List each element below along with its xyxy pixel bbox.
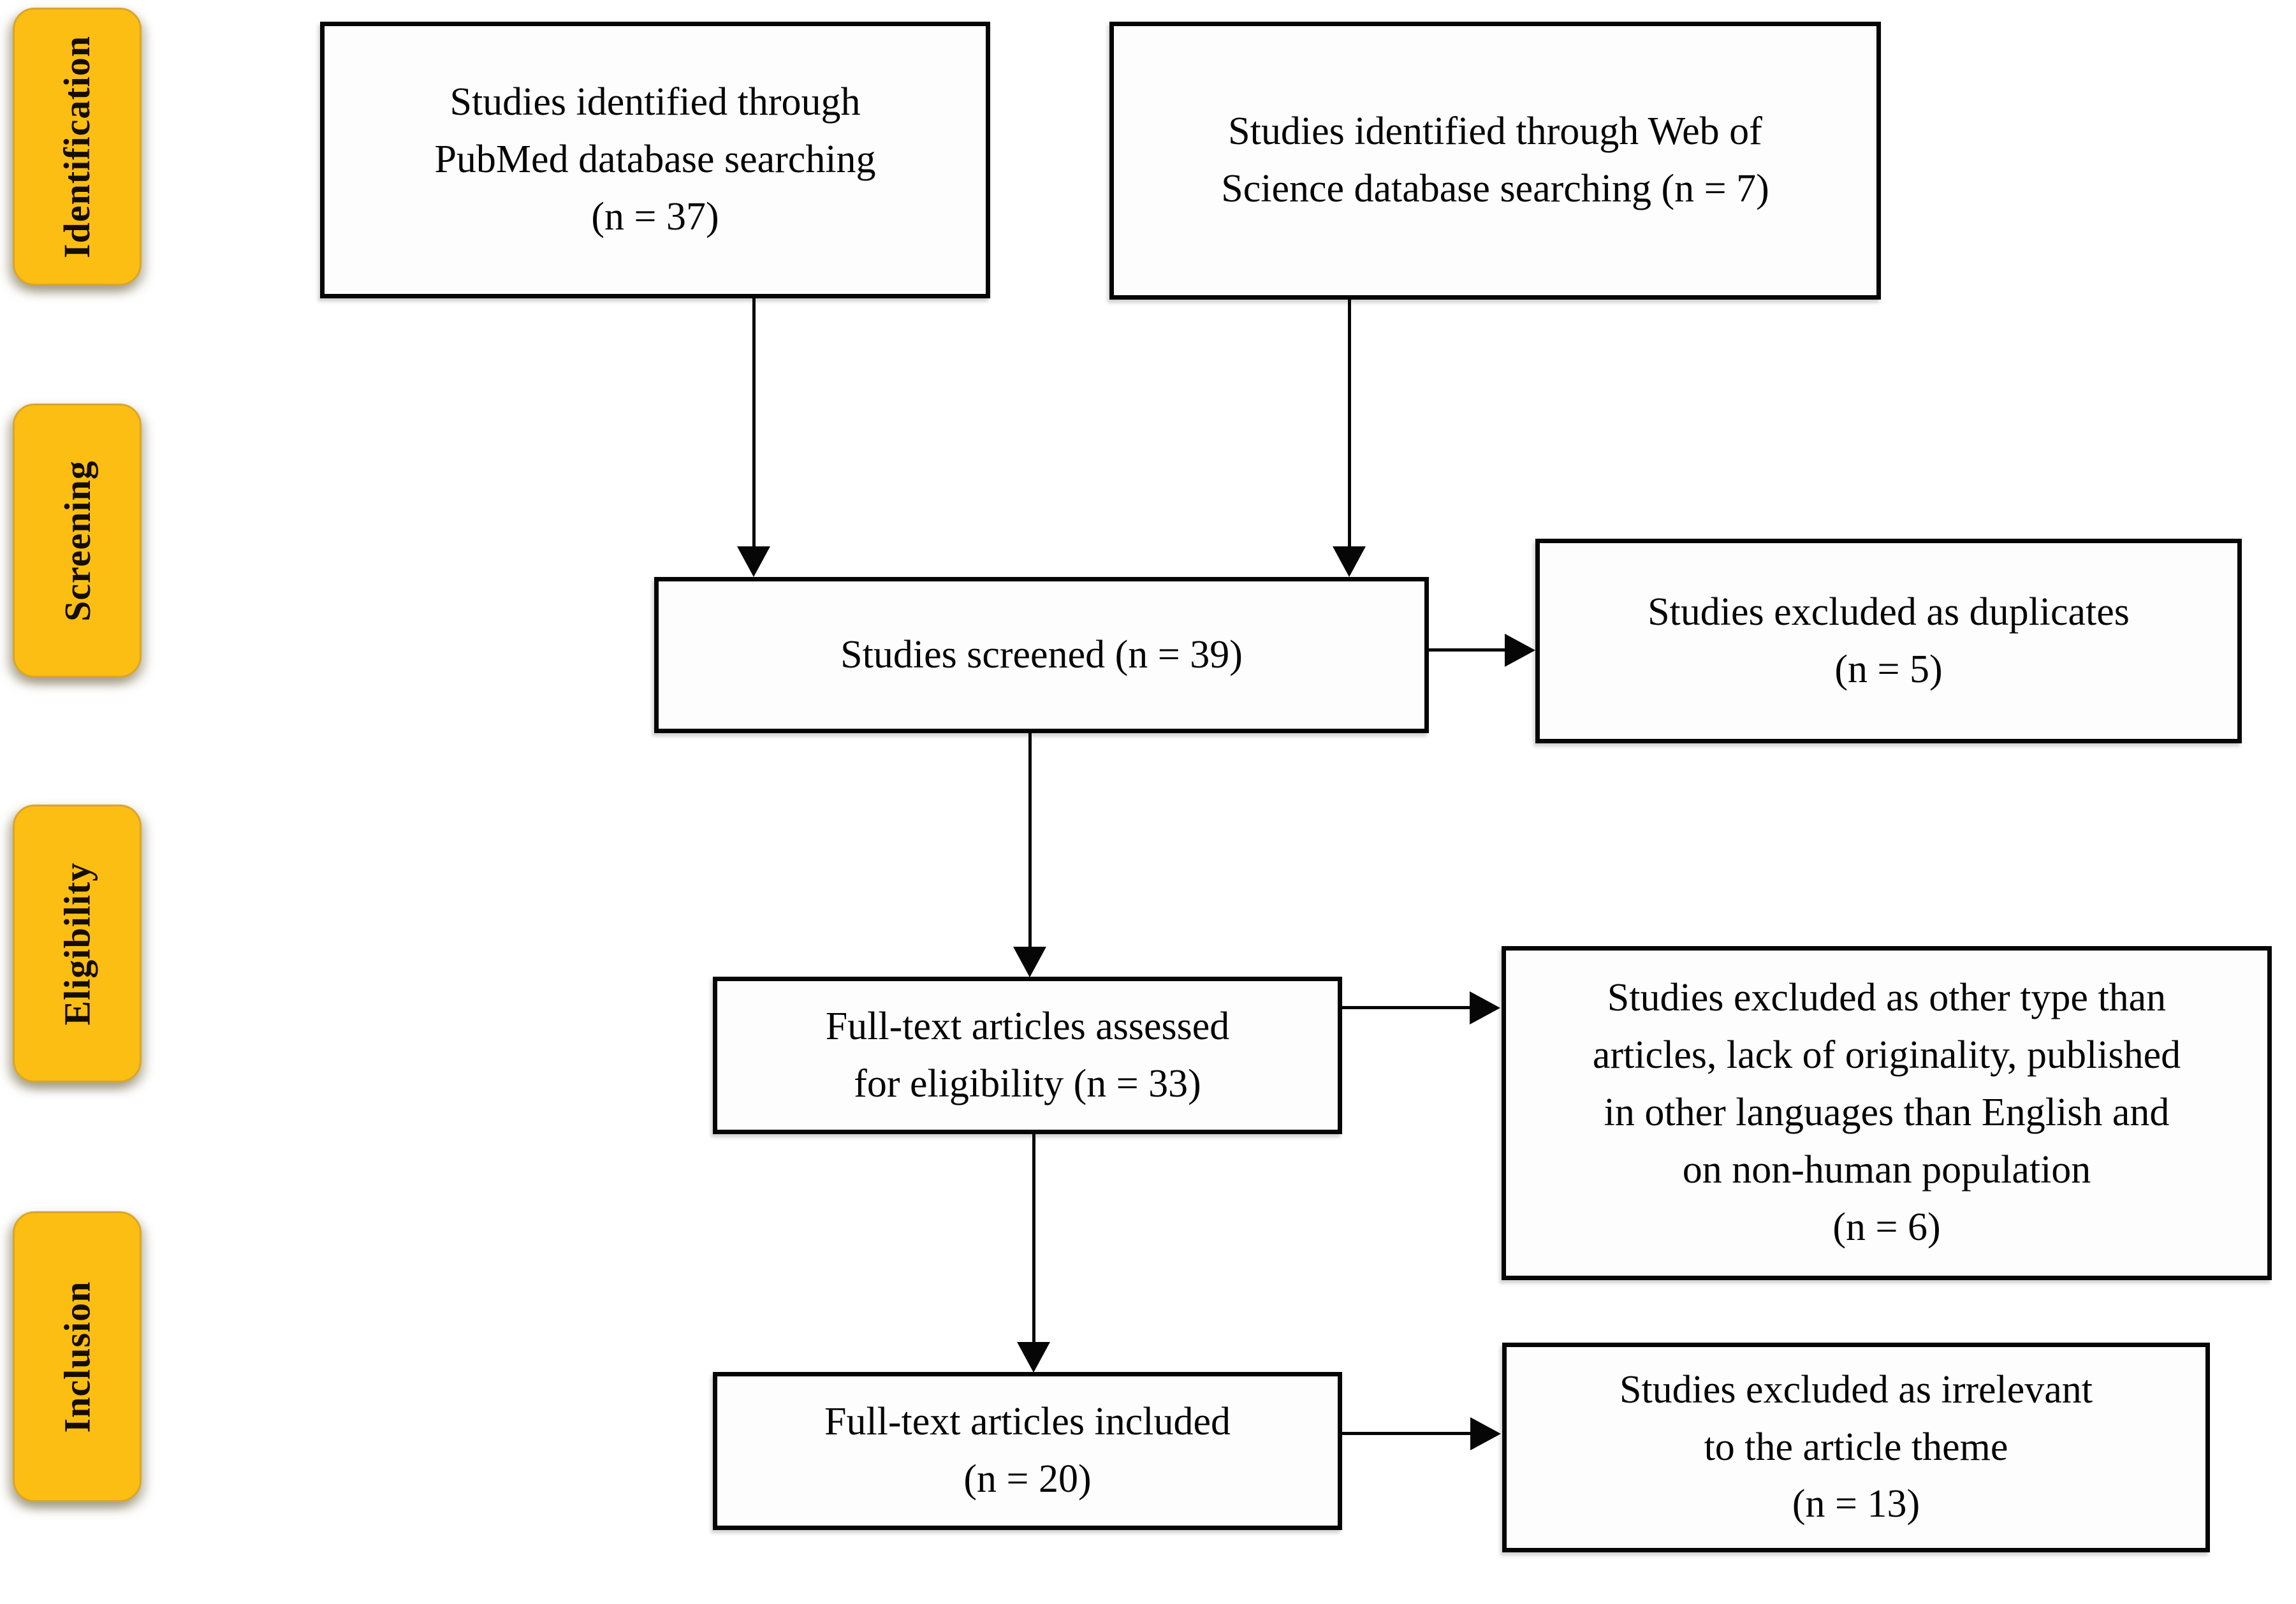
box-web-of-science-identified: Studies identified through Web of Scienc… [1109,22,1881,300]
box-fulltext-included-text: Full-text articles included (n = 20) [824,1400,1231,1501]
connector-assessed-to-excluded-arrowhead [1470,991,1500,1024]
connector-assessed-to-included-arrowhead [1017,1342,1050,1373]
connector-pubmed-to-screened-line [752,298,756,548]
connector-screened-to-assessed-arrowhead [1013,947,1046,977]
connector-screened-to-duplicates-line [1429,648,1507,652]
box-fulltext-included: Full-text articles included (n = 20) [713,1372,1342,1530]
stage-identification-label: Identification [56,35,98,258]
stage-inclusion: Inclusion [13,1211,142,1502]
stage-eligibility-label: Eligibility [56,862,98,1025]
box-excluded-other-type-text: Studies excluded as other type than arti… [1592,976,2181,1249]
box-studies-screened: Studies screened (n = 39) [654,577,1429,733]
stage-eligibility: Eligibility [13,805,142,1083]
box-fulltext-assessed: Full-text articles assessed for eligibil… [713,977,1342,1134]
stage-identification: Identification [13,8,142,286]
box-excluded-irrelevant-text: Studies excluded as irrelevant to the ar… [1619,1367,2093,1526]
connector-assessed-to-included-line [1032,1134,1035,1345]
box-studies-screened-text: Studies screened (n = 39) [840,632,1243,676]
stage-screening: Screening [13,404,142,678]
connector-included-to-irrelevant-line [1342,1432,1472,1435]
connector-assessed-to-excluded-line [1342,1006,1471,1009]
box-web-of-science-identified-text: Studies identified through Web of Scienc… [1221,110,1769,210]
box-fulltext-assessed-text: Full-text articles assessed for eligibil… [825,1004,1230,1105]
connector-wos-to-screened-line [1348,300,1351,548]
box-excluded-duplicates-text: Studies excluded as duplicates (n = 5) [1648,590,2130,691]
connector-pubmed-to-screened-arrowhead [737,546,770,577]
box-pubmed-identified: Studies identified through PubMed databa… [320,22,990,298]
connector-wos-to-screened-arrowhead [1333,546,1366,577]
stage-inclusion-label: Inclusion [56,1281,98,1433]
stage-screening-label: Screening [56,460,98,622]
connector-included-to-irrelevant-arrowhead [1470,1417,1501,1450]
connector-screened-to-assessed-line [1028,733,1032,949]
box-pubmed-identified-text: Studies identified through PubMed databa… [434,80,876,238]
connector-screened-to-duplicates-arrowhead [1505,634,1535,667]
box-excluded-irrelevant: Studies excluded as irrelevant to the ar… [1502,1343,2210,1552]
box-excluded-duplicates: Studies excluded as duplicates (n = 5) [1535,539,2242,743]
box-excluded-other-type: Studies excluded as other type than arti… [1502,946,2272,1280]
